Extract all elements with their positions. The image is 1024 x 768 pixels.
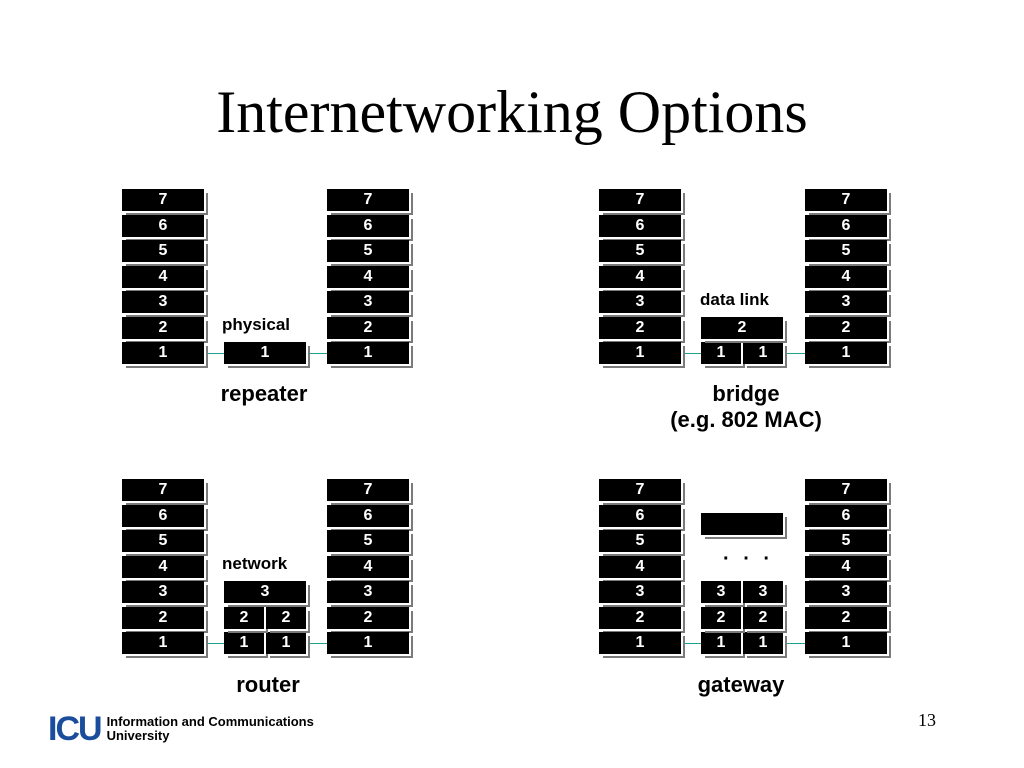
router-left-stack-layer: 2 [122, 606, 204, 629]
bridge-link-right [787, 353, 805, 354]
repeater-left-stack-layer: 6 [122, 214, 204, 237]
repeater-left-stack-layer: 5 [122, 240, 204, 262]
repeater-right-stack-layer: 6 [327, 214, 409, 237]
router-device-layer: 2 [224, 606, 264, 629]
bridge-left-stack-layer: 3 [599, 291, 681, 313]
bridge-left-stack-layer: 6 [599, 214, 681, 237]
bridge-device-layer: 1 [743, 342, 783, 364]
repeater-right-stack-layer: 2 [327, 316, 409, 339]
router-left-stack-layer: 7 [122, 479, 204, 501]
gateway-device-layer: 3 [701, 581, 741, 603]
gateway-upper-layer-box [701, 512, 783, 535]
router-right-stack-layer: 3 [327, 581, 409, 603]
gateway-left-stack-layer: 7 [599, 479, 681, 501]
gateway-right-stack-layer: 4 [805, 555, 887, 578]
repeater-link-left [208, 353, 224, 354]
router-device-layer: 1 [224, 632, 264, 654]
icu-logo: ICU Information and Communications Unive… [48, 712, 314, 746]
gateway-right-stack-layer: 1 [805, 632, 887, 654]
gateway-right-stack-layer: 6 [805, 504, 887, 527]
router-right-stack-layer: 2 [327, 606, 409, 629]
bridge-left-stack-layer: 1 [599, 342, 681, 364]
repeater-right-stack-layer: 3 [327, 291, 409, 313]
router-left-stack-layer: 5 [122, 530, 204, 552]
repeater-right-stack-layer: 4 [327, 265, 409, 288]
gateway-device-layer: 2 [701, 606, 741, 629]
repeater-left-stack-layer: 1 [122, 342, 204, 364]
gateway-device-layer: 1 [743, 632, 783, 654]
router-right-stack-layer: 4 [327, 555, 409, 578]
bridge-right-stack-layer: 1 [805, 342, 887, 364]
bridge-right-stack-layer: 6 [805, 214, 887, 237]
repeater-right-stack-layer: 1 [327, 342, 409, 364]
logo-line-1: Information and Communications [106, 714, 314, 729]
bridge-caption: (e.g. 802 MAC) [670, 407, 822, 432]
router-layer-label: network [222, 554, 288, 573]
bridge-right-stack-layer: 2 [805, 316, 887, 339]
repeater-right-stack-layer: 5 [327, 240, 409, 262]
router-link-left [208, 643, 224, 644]
gateway-left-stack-layer: 4 [599, 555, 681, 578]
bridge-left-stack-layer: 2 [599, 316, 681, 339]
router-right-stack-layer: 1 [327, 632, 409, 654]
gateway-layer-label: · · · [723, 548, 775, 570]
bridge-right-stack-layer: 4 [805, 265, 887, 288]
repeater-device-layer: 1 [224, 342, 306, 364]
icu-logo-text: Information and Communications Universit… [107, 715, 314, 743]
bridge-left-stack-layer: 5 [599, 240, 681, 262]
router-right-stack-layer: 5 [327, 530, 409, 552]
router-left-stack-layer: 1 [122, 632, 204, 654]
bridge-right-stack-layer: 3 [805, 291, 887, 313]
gateway-left-stack-layer: 3 [599, 581, 681, 603]
gateway-device-layer: 2 [743, 606, 783, 629]
logo-line-2: University [106, 728, 170, 743]
repeater-left-stack-layer: 3 [122, 291, 204, 313]
gateway-device-layer: 3 [743, 581, 783, 603]
repeater-left-stack-layer: 2 [122, 316, 204, 339]
repeater-layer-label: physical [222, 315, 291, 334]
bridge-left-stack-layer: 7 [599, 189, 681, 211]
gateway-right-stack-layer: 7 [805, 479, 887, 501]
router-device-layer: 2 [266, 606, 306, 629]
gateway-right-stack-layer: 5 [805, 530, 887, 552]
gateway-caption: gateway [697, 672, 785, 697]
gateway-left-stack-layer: 1 [599, 632, 681, 654]
repeater-right-stack-layer: 7 [327, 189, 409, 211]
gateway-right-stack-layer: 2 [805, 606, 887, 629]
repeater-caption: repeater [220, 381, 308, 406]
bridge-caption: bridge [712, 381, 780, 406]
icu-logo-mark: ICU [48, 710, 103, 748]
gateway-left-stack-layer: 2 [599, 606, 681, 629]
gateway-link-right [787, 643, 805, 644]
slide-title: Internetworking Options [216, 79, 808, 145]
router-right-stack-layer: 7 [327, 479, 409, 501]
repeater-left-stack-layer: 4 [122, 265, 204, 288]
router-right-stack-layer: 6 [327, 504, 409, 527]
bridge-device-layer: 2 [701, 316, 783, 339]
gateway-link-left [685, 643, 701, 644]
gateway-left-stack-layer: 5 [599, 530, 681, 552]
bridge-right-stack-layer: 5 [805, 240, 887, 262]
bridge-device-layer: 1 [701, 342, 741, 364]
router-caption: router [236, 672, 300, 697]
bridge-left-stack-layer: 4 [599, 265, 681, 288]
page-number: 13 [918, 710, 936, 730]
gateway-left-stack-layer: 6 [599, 504, 681, 527]
repeater-link-right [310, 353, 327, 354]
bridge-right-stack-layer: 7 [805, 189, 887, 211]
router-device-layer: 3 [224, 581, 306, 603]
gateway-device-layer: 1 [701, 632, 741, 654]
router-left-stack-layer: 3 [122, 581, 204, 603]
gateway-right-stack-layer: 3 [805, 581, 887, 603]
repeater-left-stack-layer: 7 [122, 189, 204, 211]
router-left-stack-layer: 6 [122, 504, 204, 527]
bridge-layer-label: data link [700, 290, 769, 309]
router-device-layer: 1 [266, 632, 306, 654]
bridge-link-left [685, 353, 701, 354]
router-left-stack-layer: 4 [122, 555, 204, 578]
router-link-right [310, 643, 327, 644]
